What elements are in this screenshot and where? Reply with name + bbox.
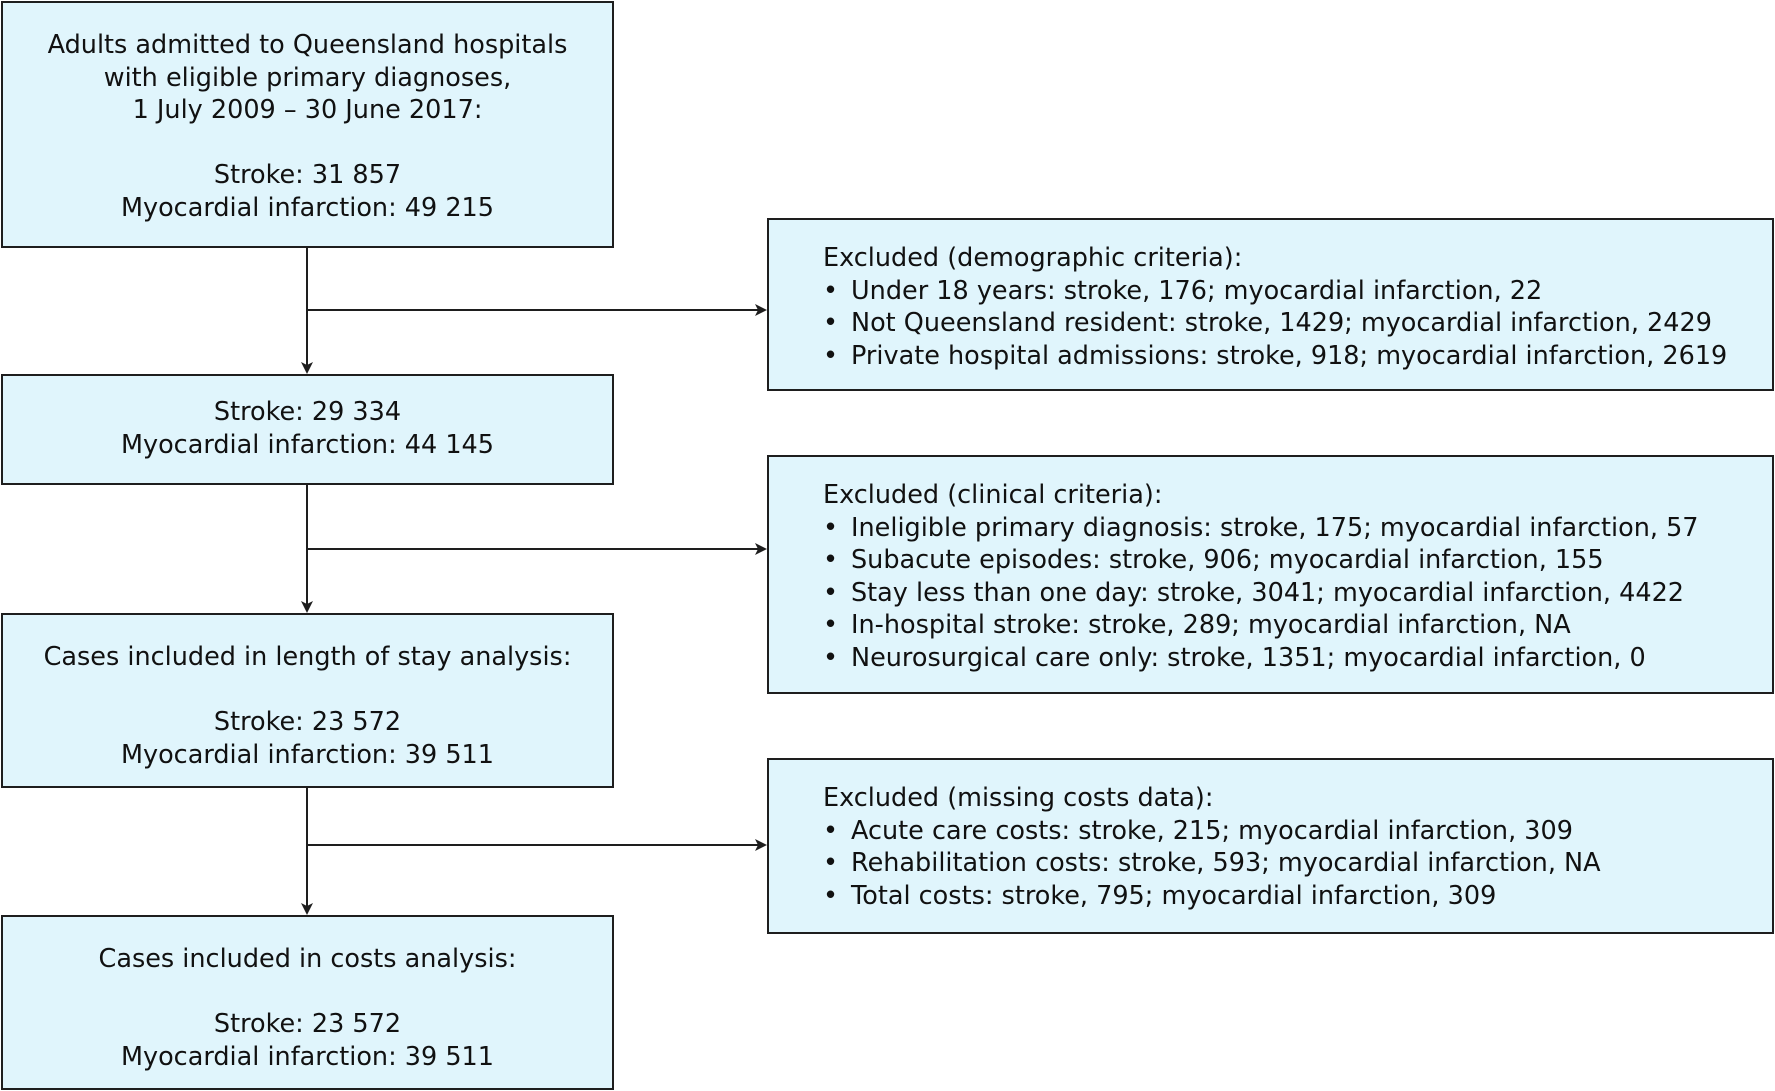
bullet-icon: • [823, 340, 839, 371]
bullet-icon: • [823, 880, 839, 911]
bullet-icon: • [823, 642, 839, 673]
exclusion-item: •Under 18 years: stroke, 176; myocardial… [823, 275, 1543, 306]
stroke-count: Stroke: 29 334 [213, 397, 402, 427]
bullet-icon: • [823, 848, 839, 878]
box-length-of-stay: Cases included in length of stay analysi… [1, 613, 614, 788]
exclusion-item: •Neurosurgical care only: stroke, 1351; … [823, 642, 1646, 673]
mi-count: Myocardial infarction: 39 511 [120, 1041, 495, 1072]
stroke-count: Stroke: 23 572 [213, 707, 402, 737]
box-costs-analysis: Cases included in costs analysis: Stroke… [1, 915, 614, 1090]
stroke-count: Stroke: 23 572 [213, 1009, 402, 1039]
box-excluded-clinical: Excluded (clinical criteria): •Ineligibl… [767, 455, 1774, 694]
box-line: with eligible primary diagnoses, [103, 62, 512, 93]
exclusion-item: •Not Queensland resident: stroke, 1429; … [823, 308, 1712, 338]
mi-count: Myocardial infarction: 49 215 [120, 192, 495, 223]
exclusion-item: •Total costs: stroke, 795; myocardial in… [823, 880, 1497, 911]
exclusion-item: •Acute care costs: stroke, 215; myocardi… [823, 815, 1573, 846]
exclusion-item: •Private hospital admissions: stroke, 91… [823, 340, 1728, 371]
bullet-icon: • [823, 577, 839, 608]
box-line: 1 July 2009 – 30 June 2017: [132, 95, 483, 125]
stroke-count: Stroke: 31 857 [213, 160, 402, 190]
box-excluded-demographic: Excluded (demographic criteria): •Under … [767, 218, 1774, 391]
exclusion-heading: Excluded (demographic criteria): [823, 243, 1243, 273]
exclusion-heading: Excluded (clinical criteria): [823, 480, 1163, 510]
mi-count: Myocardial infarction: 39 511 [120, 739, 495, 770]
exclusion-heading: Excluded (missing costs data): [823, 783, 1214, 813]
exclusion-item: •In-hospital stroke: stroke, 289; myocar… [823, 610, 1571, 640]
bullet-icon: • [823, 545, 839, 575]
bullet-icon: • [823, 308, 839, 338]
exclusion-item: •Rehabilitation costs: stroke, 593; myoc… [823, 848, 1601, 878]
box-eligible-admissions: Adults admitted to Queensland hospitals … [1, 1, 614, 248]
exclusion-item: •Subacute episodes: stroke, 906; myocard… [823, 545, 1604, 575]
mi-count: Myocardial infarction: 44 145 [120, 429, 495, 460]
bullet-icon: • [823, 610, 839, 640]
box-after-demographic: Stroke: 29 334 Myocardial infarction: 44… [1, 374, 614, 485]
exclusion-item: •Stay less than one day: stroke, 3041; m… [823, 577, 1685, 608]
bullet-icon: • [823, 275, 839, 306]
exclusion-item: •Ineligible primary diagnosis: stroke, 1… [823, 512, 1699, 543]
bullet-icon: • [823, 815, 839, 846]
box-line: Adults admitted to Queensland hospitals [47, 30, 568, 60]
box-heading: Cases included in length of stay analysi… [43, 642, 572, 672]
bullet-icon: • [823, 512, 839, 543]
box-heading: Cases included in costs analysis: [98, 944, 517, 974]
box-excluded-costs: Excluded (missing costs data): •Acute ca… [767, 758, 1774, 934]
